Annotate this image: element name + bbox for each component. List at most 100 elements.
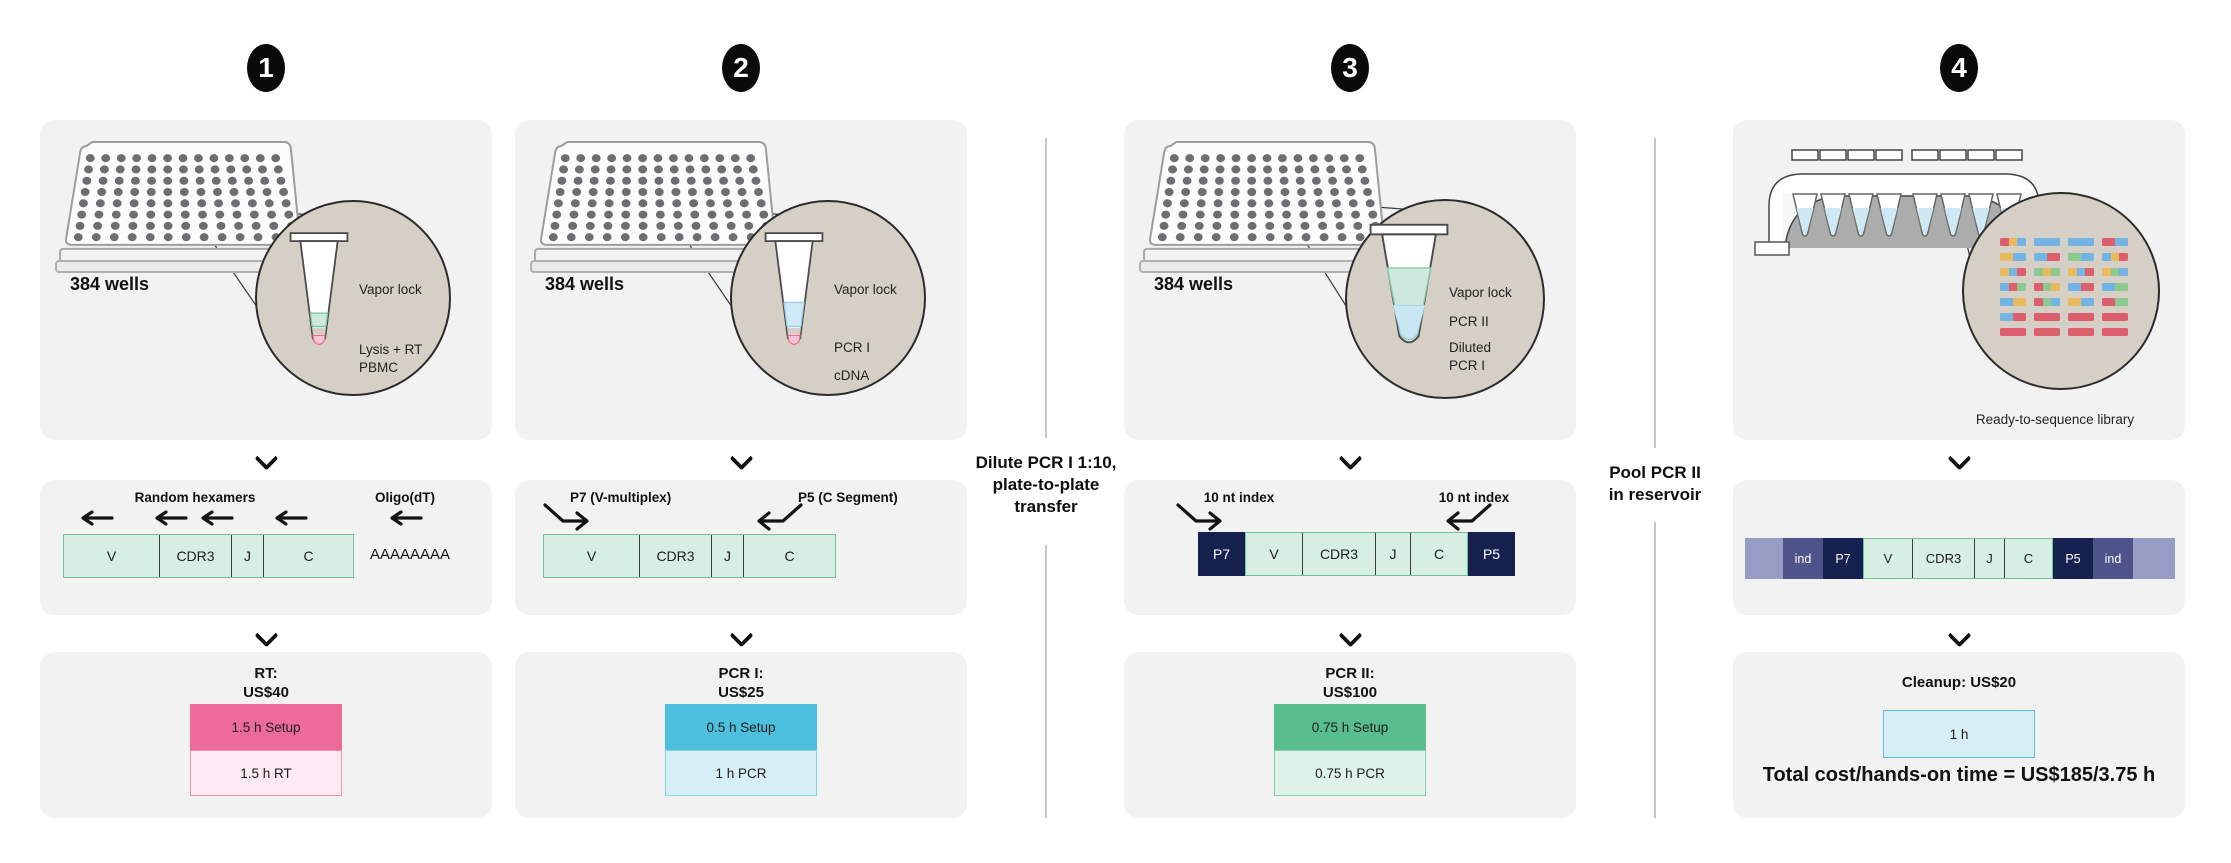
panel-step-1: 1 384 wells (40, 0, 492, 863)
segment-j: J (1375, 533, 1410, 575)
time-bar-run: 1 h PCR (665, 750, 817, 796)
segment-v: V (1883, 551, 1893, 566)
primer-label: Random hexamers (134, 490, 256, 505)
segment-v: V (106, 548, 117, 564)
left-arrow-icon (155, 510, 188, 526)
wells-count-label: 384 wells (1154, 274, 1234, 294)
divider-line (1045, 138, 1047, 438)
divider-line (1045, 545, 1047, 818)
segment-cdr3: CDR3 (1302, 533, 1375, 575)
segment-c: C (2004, 539, 2052, 578)
time-bar-setup: 0.5 h Setup (665, 704, 817, 750)
step-4-badge: 4 (1940, 44, 1978, 92)
segment-v: V (1269, 546, 1279, 562)
chevron-down-icon (1339, 450, 1361, 468)
tube-zoom-circle: Vapor lock Lysis + RT PBMC (255, 200, 451, 396)
tube-label: Diluted (1449, 340, 1492, 355)
left-arrow-icon (275, 510, 308, 526)
time-bar-run: 1.5 h RT (190, 750, 342, 796)
tube-label: PBMC (359, 360, 399, 375)
pcr-tube-illustration (1369, 223, 1449, 344)
chevron-down-icon (1948, 450, 1970, 468)
poly-a-tail: AAAAAAAA (370, 546, 451, 563)
left-arrow-icon (81, 510, 114, 526)
library-zoom-circle (1962, 192, 2160, 390)
pcr-tube-illustration (289, 232, 349, 346)
panel-2-primer-card: P7 (V-multiplex) P5 (C Segment) V CDR3 J… (515, 480, 967, 615)
bent-arrow-left-icon (757, 503, 803, 531)
panel-3-primer-card: 10 nt index 10 nt index P7 V CDR3 J C P5 (1124, 480, 1576, 615)
segment-c: C (263, 535, 353, 577)
panel-4-pool-card: Ready-to-sequence library (1733, 120, 2185, 440)
divider-line (1654, 138, 1656, 448)
384-well-plate-illustration (1138, 136, 1398, 288)
chevron-down-icon (730, 627, 752, 645)
bent-arrow-right-icon (543, 503, 589, 531)
library-caption: Ready-to-sequence library (1975, 412, 2135, 427)
segment-j: J (231, 535, 263, 577)
panel-step-3: 3 384 wells (1124, 0, 1576, 863)
segment-adapter-pad (2133, 538, 2175, 579)
tube-label: Vapor lock (1449, 285, 1512, 300)
chevron-down-icon (730, 450, 752, 468)
amplicon-diagram: V CDR3 J C (63, 534, 354, 578)
panel-3-cost-card: PCR II:US$100 0.75 h Setup 0.75 h PCR (1124, 652, 1576, 818)
index-label: 10 nt index (1203, 490, 1275, 505)
cost-title: RT:US$40 (243, 665, 289, 701)
panel-3-plate-card: 384 wells Vapor lock PCR II Diluted PCR … (1124, 120, 1576, 440)
tube-label: PCR I (1449, 358, 1486, 373)
segment-j: J (1974, 539, 2004, 578)
tube-label: cDNA (834, 368, 870, 383)
segment-index: ind (1783, 538, 1823, 579)
segment-p5: P5 (1468, 532, 1515, 576)
left-arrow-icon (390, 510, 423, 526)
index-label: 10 nt index (1438, 490, 1510, 505)
transfer-note: Dilute PCR I 1:10, plate-to-plate transf… (975, 453, 1117, 516)
chevron-down-icon (1948, 627, 1970, 645)
panel-2-cost-card: PCR I:US$25 0.5 h Setup 1 h PCR (515, 652, 967, 818)
panel-2-plate-card: 384 wells Vapor lock PCR I cDNA (515, 120, 967, 440)
segment-p7: P7 (1198, 532, 1245, 576)
panel-1-cost-card: RT:US$40 1.5 h Setup 1.5 h RT (40, 652, 492, 818)
chevron-down-icon (255, 450, 277, 468)
segment-adapter-pad (1745, 538, 1783, 579)
tube-label: Vapor lock (834, 282, 897, 297)
bent-arrow-left-icon (1446, 503, 1492, 531)
library-construct-diagram: ind P7 V CDR3 J C P5 ind (1745, 538, 2175, 579)
segment-c: C (1410, 533, 1467, 575)
left-arrow-icon (201, 510, 234, 526)
panel-step-4: 4 (1733, 0, 2185, 863)
time-bar-setup: 0.75 h Setup (1274, 704, 1426, 750)
cost-title: Cleanup: US$20 (1901, 674, 2017, 691)
primer-label: P7 (V-multiplex) (570, 490, 672, 505)
time-bar-setup: 1.5 h Setup (190, 704, 342, 750)
segment-v: V (586, 548, 597, 564)
cost-title: PCR I:US$25 (718, 665, 764, 701)
chevron-down-icon (1339, 627, 1361, 645)
divider-line (1654, 522, 1656, 818)
time-bar-run: 0.75 h PCR (1274, 750, 1426, 796)
384-well-plate-illustration (54, 136, 314, 288)
segment-p5: P5 (2053, 538, 2093, 579)
panel-4-cost-card: Cleanup: US$20 1 h Total cost/hands-on t… (1733, 652, 2185, 818)
pcr-tube-illustration (764, 232, 824, 346)
tube-zoom-circle: Vapor lock PCR II Diluted PCR I (1345, 199, 1545, 399)
amplicon-diagram: V CDR3 J C (543, 534, 836, 578)
primer-label: P5 (C Segment) (798, 490, 898, 505)
segment-cdr3: CDR3 (639, 535, 711, 577)
sequencing-reads-grid (2000, 238, 2128, 343)
bent-arrow-right-icon (1176, 503, 1222, 531)
primer-label: Oligo(dT) (375, 490, 435, 505)
time-bar-cleanup: 1 h (1883, 710, 2035, 758)
panel-step-2: 2 384 wells (515, 0, 967, 863)
chevron-down-icon (255, 627, 277, 645)
tube-label: Vapor lock (359, 282, 422, 297)
wells-count-label: 384 wells (70, 274, 150, 294)
384-well-plate-illustration (529, 136, 789, 288)
segment-j: J (711, 535, 743, 577)
wells-count-label: 384 wells (545, 274, 625, 294)
pool-note: Pool PCR II in reservoir (1608, 463, 1702, 504)
step-2-badge: 2 (722, 44, 760, 92)
total-cost-line: Total cost/hands-on time = US$185/3.75 h (1762, 764, 2156, 786)
